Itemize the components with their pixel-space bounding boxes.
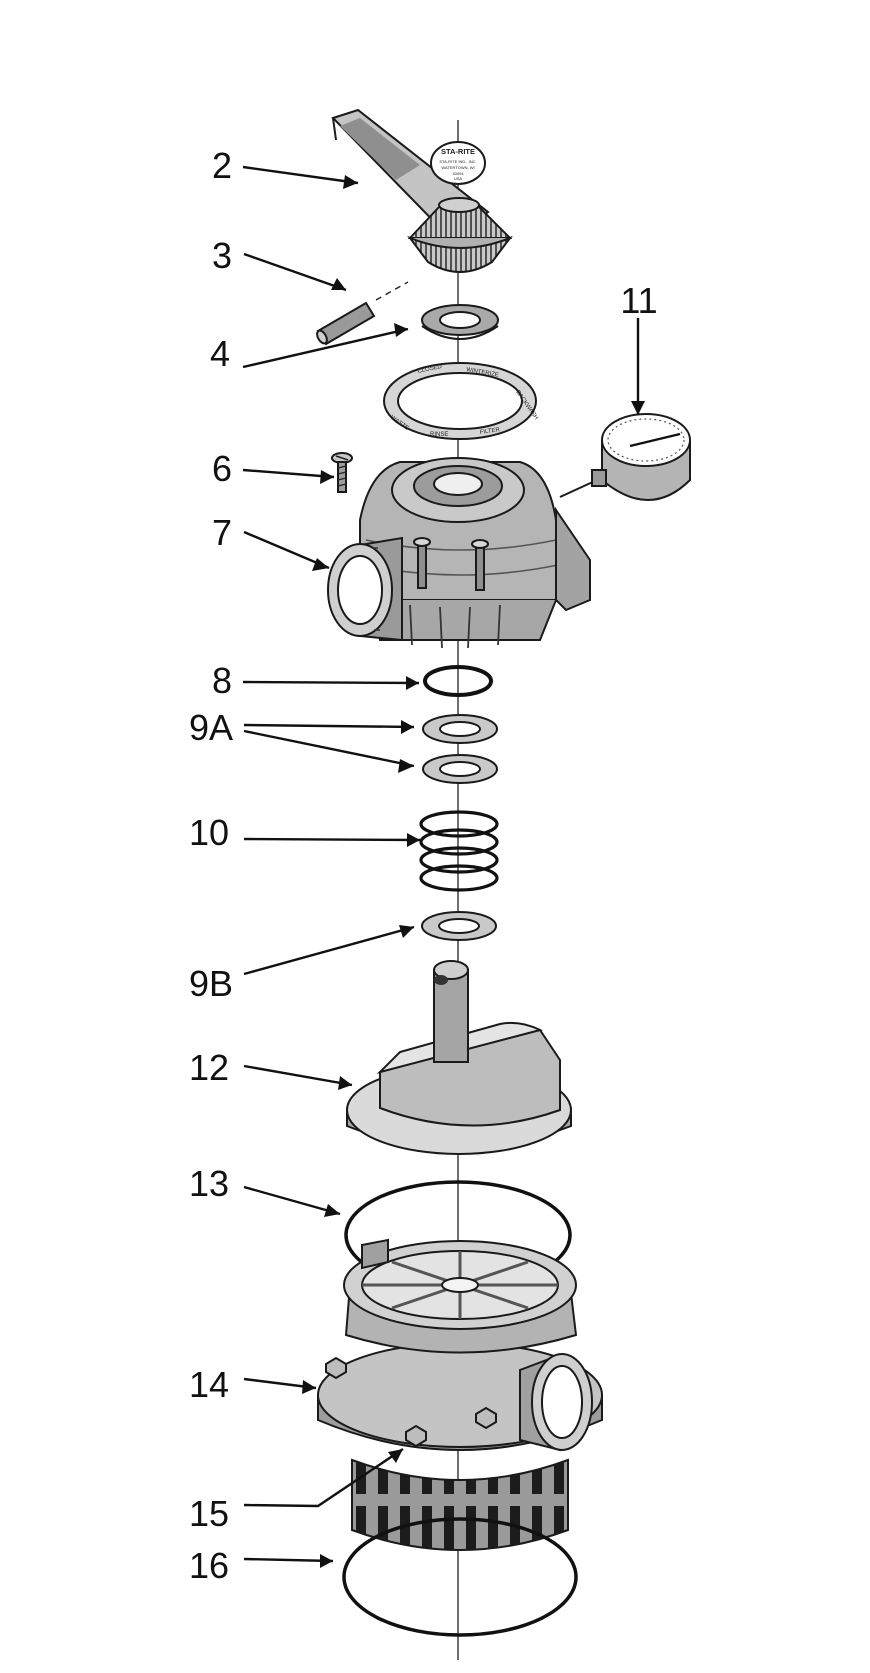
decal-line2: WATERTOWN, WI [441,165,474,170]
part-3-pin [316,281,409,346]
part-10-spring [419,810,499,892]
sta-rite-decal: STA-RITE STA-RITE IND., INC. WATERTOWN, … [430,141,486,185]
leader-lines [242,165,640,1563]
callout-4: 4 [210,333,230,374]
position-gasket-ring: CLOSED WINTERIZE BACKWASH FILTER RINSE W… [383,362,539,440]
part-12-rotor [346,960,572,1155]
decal-line4: USA [454,176,463,181]
gasket-word-3: FILTER [479,427,501,436]
callout-15: 15 [189,1493,229,1534]
callout-14: 14 [189,1364,229,1405]
part-7-valve-cover [327,457,591,649]
decal-line3: 53094 [452,171,464,176]
leader-arrowheads [302,175,645,1568]
callout-16: 16 [189,1545,229,1586]
part-6-screw [331,452,353,493]
callout-labels: 2 3 4 6 7 8 9A 10 9B 12 13 14 15 16 11 [189,145,658,1586]
callout-8: 8 [212,660,232,701]
part-2-handle [331,108,513,273]
part-11-pressure-gauge [559,413,691,501]
callout-2: 2 [212,145,232,186]
callout-9b: 9B [189,963,233,1004]
part-4-washer [421,304,499,340]
part-16-o-ring [342,1517,578,1637]
gasket-word-4: RINSE [430,432,448,438]
callout-7: 7 [212,512,232,553]
part-14-valve-body [317,1238,603,1551]
callout-12: 12 [189,1047,229,1088]
callout-11: 11 [620,280,657,321]
callout-10: 10 [189,812,229,853]
callout-3: 3 [212,235,232,276]
decal-line1: STA-RITE IND., INC. [439,159,476,164]
decal-brand: STA-RITE [441,147,475,156]
part-9b-washer [421,911,497,941]
gasket-word-1: WINTERIZE [466,367,500,379]
callout-6: 6 [212,448,232,489]
callout-9a: 9A [189,707,233,748]
part-9a-washers [422,714,498,784]
gasket-word-0: CLOSED [417,364,443,375]
callout-13: 13 [189,1163,229,1204]
part-8-o-ring [423,665,493,697]
